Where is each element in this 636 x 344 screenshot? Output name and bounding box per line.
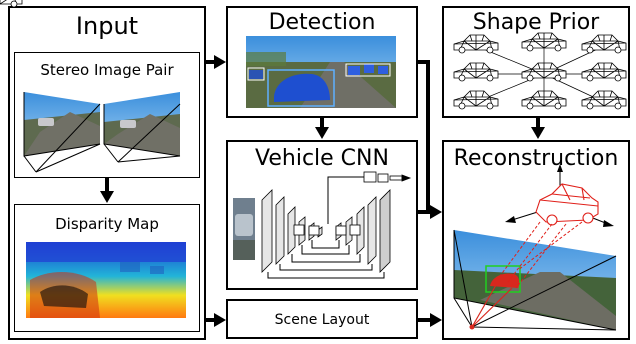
reconstruction-graphic [453, 164, 617, 331]
stereo-image-left [23, 92, 101, 173]
car-thumbnail [38, 118, 54, 126]
detection-title: Detection [268, 10, 376, 35]
cnn-architecture [261, 171, 412, 273]
input-title: Input [75, 12, 139, 40]
cnn-skip-connections [267, 176, 385, 279]
disparity-map-image [26, 242, 186, 318]
recon-detection-box [485, 265, 521, 293]
shape-prior-graphic [0, 0, 627, 110]
stereo-pair-label: Stereo Image Pair [40, 61, 174, 79]
scene-layout-label: Scene Layout [274, 312, 370, 328]
vehicle-cnn-title: Vehicle CNN [255, 146, 389, 171]
car-crop-image [233, 198, 255, 260]
detection-image [246, 36, 396, 108]
recon-car-wireframe [535, 183, 599, 226]
stereo-image-right [103, 92, 181, 163]
detected-car [274, 73, 330, 102]
reconstruction-title: Reconstruction [453, 146, 619, 171]
shape-prior-title: Shape Prior [472, 10, 600, 35]
scene-layout-box: Scene Layout [226, 299, 418, 339]
disparity-label: Disparity Map [55, 215, 159, 233]
wireframe-car-icon [0, 0, 23, 8]
recon-projection-lines [499, 221, 583, 289]
detection-box-main [267, 69, 335, 107]
flow-arrows [100, 55, 545, 327]
